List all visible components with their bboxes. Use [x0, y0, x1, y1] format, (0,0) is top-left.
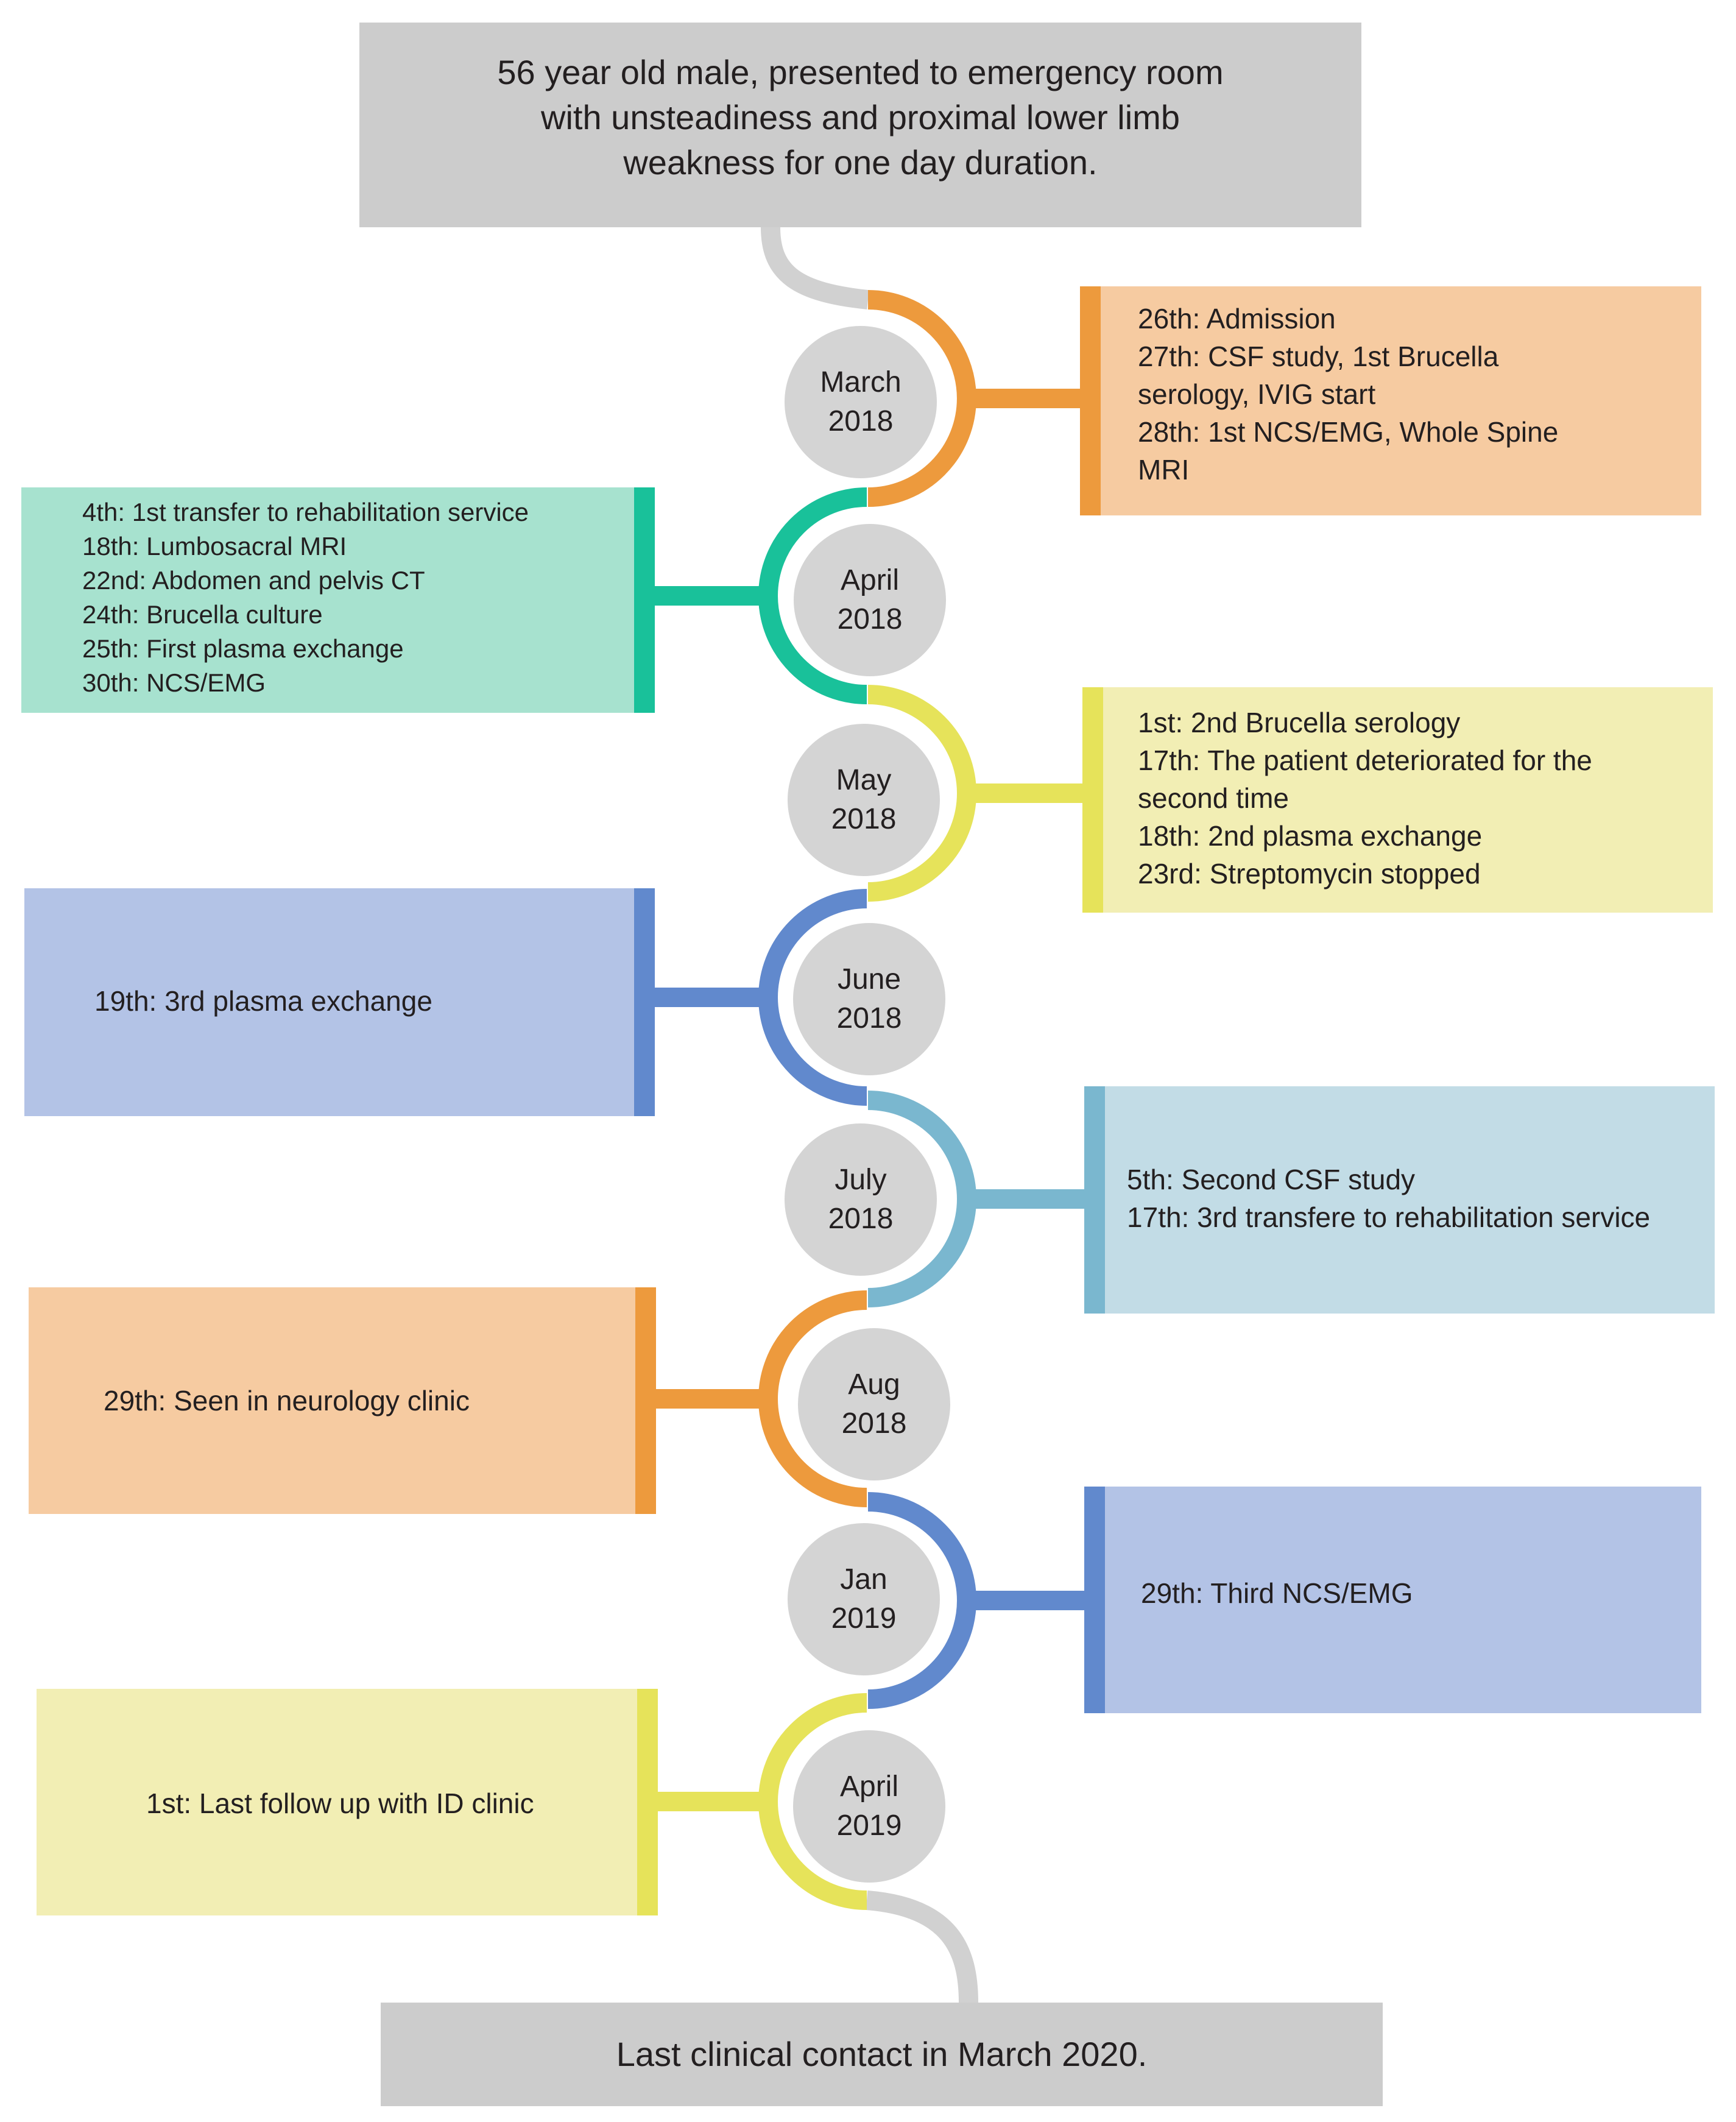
event-box-accent — [635, 1287, 656, 1514]
month-circle: April 2019 — [793, 1730, 945, 1883]
event-line: 18th: Lumbosacral MRI — [82, 532, 347, 561]
month-circle: Aug 2018 — [798, 1328, 950, 1480]
event-text: 29th: Seen in neurology clinic — [104, 1382, 470, 1420]
event-box — [29, 1287, 656, 1514]
event-box-accent — [637, 1689, 658, 1915]
year-label: 2018 — [828, 405, 894, 437]
event-box — [1082, 687, 1713, 913]
header-line: 56 year old male, presented to emergency… — [497, 53, 1224, 91]
event-line: 18th: 2nd plasma exchange — [1138, 820, 1483, 852]
event-box-accent — [1080, 286, 1101, 515]
event-text: 4th: 1st transfer to rehabilitation serv… — [82, 495, 529, 700]
event-line: 28th: 1st NCS/EMG, Whole Spine — [1138, 416, 1559, 448]
month-label: July — [834, 1164, 887, 1196]
event-line: 19th: 3rd plasma exchange — [94, 985, 432, 1017]
month-label: March — [820, 366, 902, 398]
year-label: 2019 — [836, 1809, 902, 1842]
event-line: 17th: 3rd transfere to rehabilitation se… — [1127, 1201, 1651, 1233]
month-circle: May 2018 — [788, 724, 940, 876]
event-line: 25th: First plasma exchange — [82, 634, 404, 663]
event-line: 29th: Seen in neurology clinic — [104, 1385, 470, 1416]
year-label: 2018 — [837, 603, 903, 635]
event-line: serology, IVIG start — [1138, 378, 1376, 410]
year-label: 2018 — [831, 803, 897, 835]
event-box-accent — [634, 888, 655, 1116]
header-line: weakness for one day duration. — [623, 143, 1098, 182]
event-line: 5th: Second CSF study — [1127, 1164, 1416, 1195]
event-text: 19th: 3rd plasma exchange — [94, 982, 432, 1020]
event-text: 5th: Second CSF study 17th: 3rd transfere… — [1127, 1161, 1650, 1236]
header-text: 56 year old male, presented to emergency… — [359, 50, 1361, 185]
event-text: 1st: Last follow up with ID clinic — [146, 1784, 534, 1822]
header-box — [359, 23, 1361, 227]
event-line: 22nd: Abdomen and pelvis CT — [82, 566, 425, 595]
month-label: Jan — [840, 1563, 887, 1596]
event-line: 26th: Admission — [1138, 303, 1336, 334]
month-circle: Jan 2019 — [788, 1523, 940, 1675]
event-text: 29th: Third NCS/EMG — [1141, 1574, 1413, 1612]
event-line: 1st: 2nd Brucella serology — [1138, 707, 1461, 738]
event-box-accent — [1084, 1086, 1105, 1314]
event-text: 1st: 2nd Brucella serology 17th: The pati… — [1138, 704, 1592, 893]
event-line: 4th: 1st transfer to rehabilitation serv… — [82, 498, 529, 526]
event-box — [1084, 1487, 1701, 1713]
month-circle: March 2018 — [785, 326, 937, 478]
month-label: May — [836, 764, 892, 796]
month-circle: April 2018 — [794, 524, 946, 676]
year-label: 2019 — [831, 1602, 897, 1635]
event-line: second time — [1138, 782, 1290, 814]
event-box — [1084, 1086, 1715, 1314]
event-box-accent — [1082, 687, 1103, 913]
footer-text: Last clinical contact in March 2020. — [616, 2035, 1148, 2073]
event-box-accent — [1084, 1487, 1105, 1713]
event-box — [24, 888, 655, 1116]
year-label: 2018 — [836, 1002, 902, 1034]
event-box — [37, 1689, 658, 1915]
month-circle: July 2018 — [785, 1123, 937, 1276]
top-connector — [761, 227, 869, 309]
year-label: 2018 — [828, 1203, 894, 1235]
event-box — [21, 487, 655, 713]
event-line: 1st: Last follow up with ID clinic — [146, 1788, 534, 1819]
event-line: 29th: Third NCS/EMG — [1141, 1577, 1413, 1609]
event-box-accent — [634, 487, 655, 713]
event-line: 30th: NCS/EMG — [82, 668, 266, 697]
event-line: MRI — [1138, 454, 1190, 486]
month-circle: June 2018 — [793, 923, 945, 1075]
event-line: 27th: CSF study, 1st Brucella — [1138, 341, 1499, 372]
footer-box — [381, 2003, 1383, 2106]
year-label: 2018 — [841, 1407, 907, 1440]
header-line: with unsteadiness and proximal lower lim… — [541, 98, 1180, 136]
event-text: 26th: Admission 27th: CSF study, 1st Bruc… — [1138, 300, 1558, 489]
event-line: 24th: Brucella culture — [82, 600, 323, 629]
month-label: April — [840, 564, 900, 596]
bottom-connector — [866, 1890, 978, 2003]
event-line: 23rd: Streptomycin stopped — [1138, 858, 1481, 889]
month-label: Aug — [848, 1368, 900, 1401]
month-label: June — [837, 963, 902, 996]
month-label: April — [839, 1770, 899, 1803]
event-line: 17th: The patient deteriorated for the — [1138, 744, 1592, 776]
event-box — [1080, 286, 1701, 515]
